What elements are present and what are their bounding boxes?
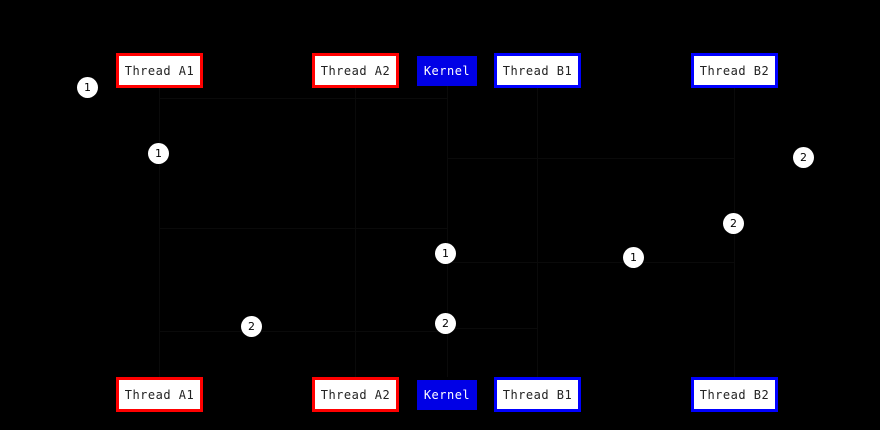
participant-label: Thread B1	[502, 63, 573, 78]
participant-head-thread-a2[interactable]: Thread A2	[312, 53, 399, 88]
participant-foot-thread-a2[interactable]: Thread A2	[312, 377, 399, 412]
participant-label: Thread A2	[320, 63, 391, 78]
step-number-label: 2	[248, 320, 255, 333]
step-number-badge: 1	[623, 247, 644, 268]
step-number-badge: 2	[435, 313, 456, 334]
message-arrow	[159, 228, 447, 229]
participant-label: Thread B1	[502, 387, 573, 402]
lifeline-stem	[159, 88, 160, 377]
step-number-label: 2	[442, 317, 449, 330]
participant-foot-thread-b2[interactable]: Thread B2	[691, 377, 778, 412]
participant-label: Thread B2	[699, 387, 770, 402]
message-arrow	[447, 262, 734, 263]
participant-head-kernel[interactable]: Kernel	[417, 56, 477, 86]
step-number-label: 1	[442, 247, 449, 260]
participant-label: Kernel	[423, 388, 471, 402]
participant-head-thread-b1[interactable]: Thread B1	[494, 53, 581, 88]
step-number-badge: 1	[435, 243, 456, 264]
step-number-badge: 1	[148, 143, 169, 164]
step-number-label: 1	[630, 251, 637, 264]
step-number-label: 2	[730, 217, 737, 230]
lifeline-stem	[447, 86, 448, 377]
participant-head-thread-b2[interactable]: Thread B2	[691, 53, 778, 88]
participant-label: Thread B2	[699, 63, 770, 78]
message-arrow	[159, 98, 447, 99]
step-number-label: 1	[84, 81, 91, 94]
step-number-badge: 2	[793, 147, 814, 168]
participant-label: Thread A1	[124, 63, 195, 78]
lifeline-stem	[537, 88, 538, 377]
lifeline-stem	[355, 88, 356, 377]
step-number-badge: 2	[723, 213, 744, 234]
participant-foot-thread-b1[interactable]: Thread B1	[494, 377, 581, 412]
step-number-label: 2	[800, 151, 807, 164]
step-number-badge: 2	[241, 316, 262, 337]
participant-label: Thread A2	[320, 387, 391, 402]
participant-head-thread-a1[interactable]: Thread A1	[116, 53, 203, 88]
participant-foot-thread-a1[interactable]: Thread A1	[116, 377, 203, 412]
message-arrow	[159, 331, 447, 332]
step-number-badge: 1	[77, 77, 98, 98]
participant-label: Kernel	[423, 64, 471, 78]
participant-label: Thread A1	[124, 387, 195, 402]
step-number-label: 1	[155, 147, 162, 160]
message-arrow	[447, 158, 734, 159]
participant-foot-kernel[interactable]: Kernel	[417, 380, 477, 410]
message-arrow	[447, 328, 537, 329]
